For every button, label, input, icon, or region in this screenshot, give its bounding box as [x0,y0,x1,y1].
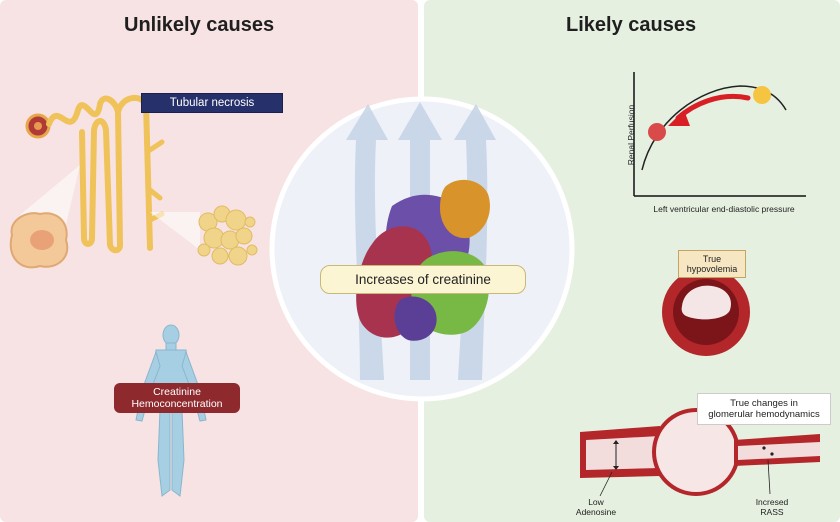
necrotic-cell-icon [9,212,69,269]
true-hypovolemia-label: True hypovolemia [678,250,746,278]
glomerular-hemodynamics-label: True changes in glomerular hemodynamics [697,393,831,425]
tubular-necrosis-label: Tubular necrosis [141,93,283,113]
unlikely-causes-title: Unlikely causes [124,14,275,36]
creatinine-hemoconcentration-label: Creatinine Hemoconcentration [114,383,240,413]
cell-debris-icon [197,205,258,266]
low-adenosine-label: Low Adenosine [575,497,617,517]
increased-rass-label: Incresed RASS [755,497,789,517]
glomerulus-vessel-icon [580,408,820,497]
chart-ylabel: Renal Perfusion [626,104,636,166]
perfusion-chart [633,72,806,197]
likely-causes-title: Likely causes [566,14,697,36]
blood-vessel-cross-section-icon [662,268,750,356]
chart-xlabel: Left ventricular end-diastolic pressure [653,204,795,214]
increases-of-creatinine-label: Increases of creatinine [320,265,526,294]
